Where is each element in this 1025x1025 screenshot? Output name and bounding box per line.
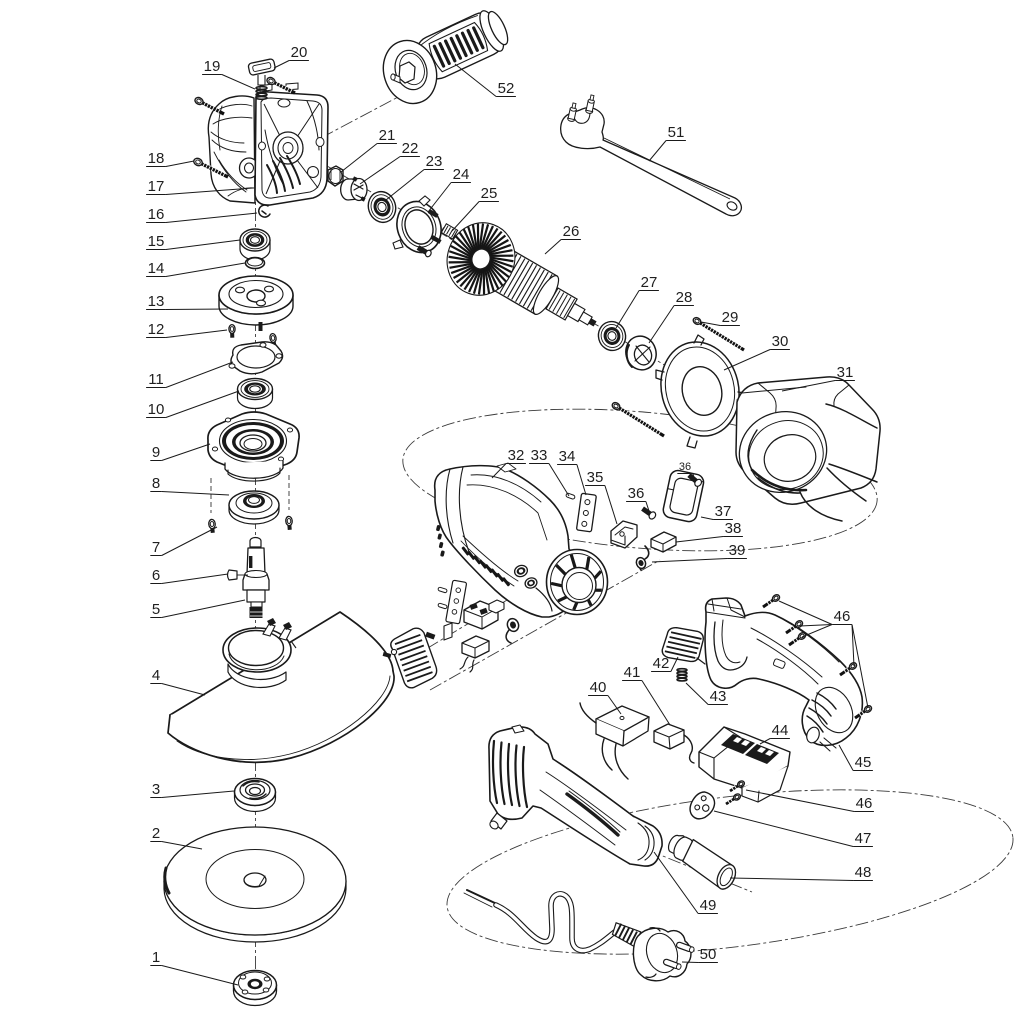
- svg-text:10: 10: [148, 401, 165, 418]
- svg-text:6: 6: [152, 567, 160, 584]
- svg-text:8: 8: [152, 475, 160, 492]
- svg-text:51: 51: [668, 124, 685, 141]
- svg-text:47: 47: [855, 830, 872, 847]
- svg-text:7: 7: [152, 539, 160, 556]
- svg-text:18: 18: [148, 150, 165, 167]
- svg-text:36: 36: [679, 461, 691, 473]
- svg-text:34: 34: [559, 448, 576, 465]
- svg-text:43: 43: [710, 688, 727, 705]
- svg-text:40: 40: [590, 679, 607, 696]
- svg-text:26: 26: [563, 223, 580, 240]
- svg-text:46: 46: [834, 608, 851, 625]
- svg-text:2: 2: [152, 825, 160, 842]
- svg-text:22: 22: [402, 140, 419, 157]
- svg-text:42: 42: [653, 655, 670, 672]
- svg-text:28: 28: [676, 289, 693, 306]
- svg-text:38: 38: [725, 520, 742, 537]
- svg-text:49: 49: [700, 897, 717, 914]
- svg-text:31: 31: [837, 364, 854, 381]
- svg-text:33: 33: [531, 447, 548, 464]
- svg-text:39: 39: [729, 542, 746, 559]
- svg-text:19: 19: [204, 58, 221, 75]
- svg-text:35: 35: [587, 469, 604, 486]
- svg-text:24: 24: [453, 166, 470, 183]
- svg-text:48: 48: [855, 864, 872, 881]
- svg-text:23: 23: [426, 153, 443, 170]
- svg-text:4: 4: [152, 667, 160, 684]
- svg-text:5: 5: [152, 601, 160, 618]
- svg-text:25: 25: [481, 185, 498, 202]
- svg-text:3: 3: [152, 781, 160, 798]
- svg-text:37: 37: [715, 503, 732, 520]
- svg-text:1: 1: [152, 949, 160, 966]
- svg-text:41: 41: [624, 664, 641, 681]
- svg-text:50: 50: [700, 946, 717, 963]
- svg-text:45: 45: [855, 754, 872, 771]
- svg-text:16: 16: [148, 206, 165, 223]
- svg-text:14: 14: [148, 260, 165, 277]
- svg-text:21: 21: [379, 127, 396, 144]
- svg-text:11: 11: [148, 371, 164, 388]
- svg-text:12: 12: [148, 321, 165, 338]
- svg-text:30: 30: [772, 333, 789, 350]
- svg-text:44: 44: [772, 722, 789, 739]
- svg-text:9: 9: [152, 444, 160, 461]
- svg-text:36: 36: [628, 485, 645, 502]
- svg-text:46: 46: [856, 795, 873, 812]
- svg-text:15: 15: [148, 233, 165, 250]
- svg-text:17: 17: [148, 178, 165, 195]
- svg-text:52: 52: [498, 80, 515, 97]
- svg-text:29: 29: [722, 309, 739, 326]
- svg-text:27: 27: [641, 274, 658, 291]
- svg-text:20: 20: [291, 44, 308, 61]
- svg-text:32: 32: [508, 447, 525, 464]
- svg-text:13: 13: [148, 293, 165, 310]
